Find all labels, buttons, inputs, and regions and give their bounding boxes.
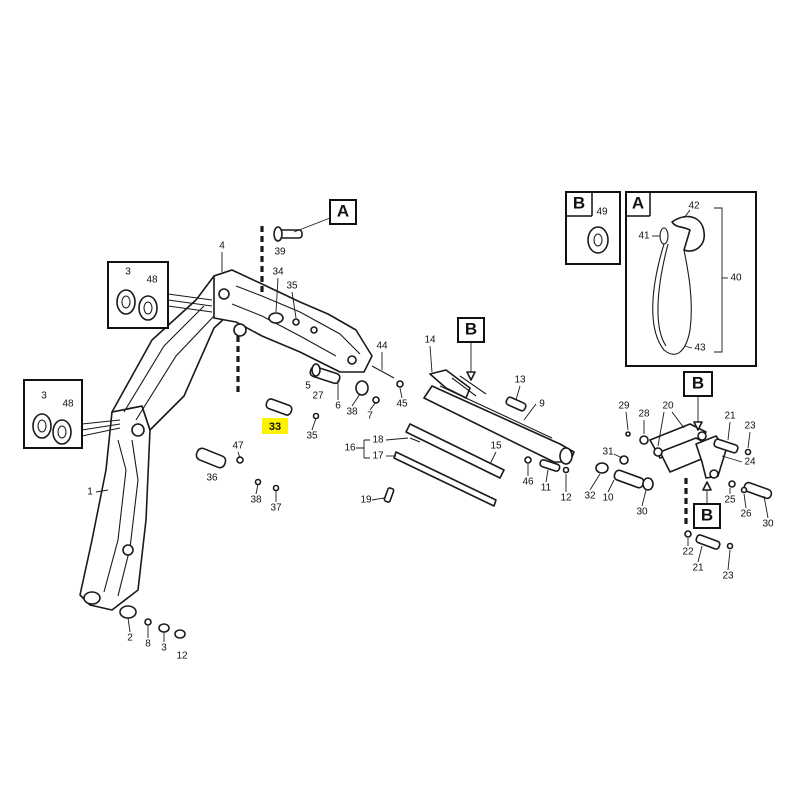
ref-letter-a-top: A	[337, 201, 349, 220]
callout-23-top: 23	[744, 421, 756, 432]
callout-34: 34	[272, 267, 284, 278]
callout-12-edge: 12	[176, 651, 188, 662]
callout-22: 22	[682, 547, 694, 558]
callout-17: 17	[372, 451, 384, 462]
callout-32: 32	[584, 491, 596, 502]
part-9-rod	[423, 369, 575, 465]
callout-13: 13	[514, 375, 526, 386]
callout-4: 4	[219, 241, 225, 252]
callout-numbers: 4 39 34 35 3 48 3 48 1 35 47 36 38 37 5 …	[41, 201, 774, 662]
callout-39: 39	[274, 247, 286, 258]
callout-21-top: 21	[724, 411, 736, 422]
callout-30-left: 30	[636, 507, 648, 518]
part-39-bolt	[273, 226, 303, 242]
callout-11: 11	[541, 483, 552, 494]
callout-33[interactable]: 33	[269, 421, 281, 433]
callout-3-upper: 3	[125, 267, 131, 278]
callout-45: 45	[396, 399, 408, 410]
callout-12: 12	[560, 493, 572, 504]
callout-44: 44	[376, 341, 388, 352]
callout-25: 25	[724, 495, 736, 506]
callout-47: 47	[232, 441, 244, 452]
callout-48-upper: 48	[146, 275, 158, 286]
callout-7: 7	[367, 411, 373, 422]
callout-49: 49	[596, 207, 608, 218]
inset-washers-upper	[107, 261, 169, 329]
callout-3-bottom: 3	[161, 643, 167, 654]
callout-10: 10	[602, 493, 614, 504]
callout-38-low: 38	[250, 495, 262, 506]
callout-19: 19	[360, 495, 372, 506]
ref-letter-b-inset: B	[573, 193, 585, 212]
callout-16: 16	[344, 443, 356, 454]
callout-43: 43	[694, 343, 706, 354]
callout-2: 2	[127, 633, 133, 644]
callout-48-lower: 48	[62, 399, 74, 410]
callout-20: 20	[662, 401, 674, 412]
callout-6: 6	[335, 401, 341, 412]
callout-28: 28	[638, 409, 650, 420]
callout-46: 46	[522, 477, 534, 488]
callout-5: 5	[305, 381, 311, 392]
ref-letter-b-link: B	[692, 373, 704, 392]
callout-18: 18	[372, 435, 384, 446]
callout-24: 24	[744, 457, 756, 468]
ref-letter-a-inset: A	[632, 193, 644, 212]
callout-1: 1	[87, 487, 93, 498]
inset-washers-lower	[23, 379, 83, 449]
callout-14: 14	[424, 335, 436, 346]
callout-3-lower: 3	[41, 391, 47, 402]
part-33-pin	[265, 398, 293, 416]
callout-42: 42	[688, 201, 700, 212]
callout-35-top: 35	[286, 281, 298, 292]
callout-29: 29	[618, 401, 630, 412]
callout-21-bottom: 21	[692, 563, 704, 574]
callout-38-mid: 38	[346, 407, 358, 418]
callout-30-right: 30	[762, 519, 774, 530]
callout-8: 8	[145, 639, 151, 650]
callout-15: 15	[490, 441, 502, 452]
callout-26: 26	[740, 509, 752, 520]
ref-letter-b-rod: B	[465, 319, 477, 338]
ref-letter-b-bottom: B	[701, 505, 713, 524]
callout-37: 37	[270, 503, 282, 514]
callout-23-bottom: 23	[722, 571, 734, 582]
callout-35-mid: 35	[306, 431, 318, 442]
callout-41: 41	[638, 231, 650, 242]
callout-36: 36	[206, 473, 218, 484]
callout-31: 31	[602, 447, 614, 458]
callout-9: 9	[539, 399, 545, 410]
highlight-33	[262, 418, 288, 434]
callout-40: 40	[730, 273, 742, 284]
linkage-assembly	[649, 423, 727, 479]
callout-27: 27	[312, 391, 324, 402]
